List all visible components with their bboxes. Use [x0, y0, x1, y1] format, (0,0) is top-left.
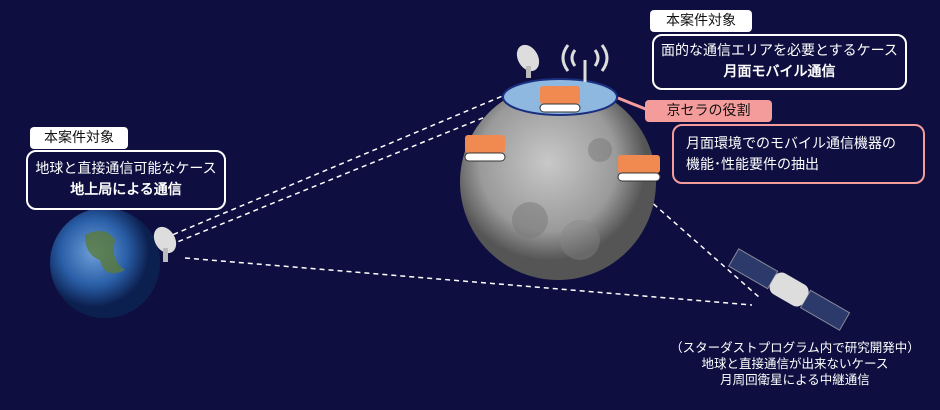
- moon-case-box: 面的な通信エリアを必要とするケース 月面モバイル通信: [652, 34, 907, 90]
- earth-landmass: [85, 231, 125, 274]
- role-connector: [617, 96, 649, 112]
- moon-crater: [588, 138, 612, 162]
- moon-case-title: 月面モバイル通信: [723, 64, 836, 80]
- earth-dish-icon: [153, 226, 177, 262]
- moon-crater: [560, 220, 600, 260]
- moon-case-tag: 本案件対象: [650, 10, 752, 32]
- satellite-icon: [728, 248, 851, 331]
- link-lines: [164, 91, 761, 306]
- earth-case-desc: 地球と直接通信可能なケース: [35, 161, 217, 177]
- rover-icon: [464, 135, 506, 162]
- satellite-case-text: （スターダストプログラム内で研究開発中） 地球と直接通信が出来ないケース 月周回…: [660, 340, 930, 388]
- moon-case-desc: 面的な通信エリアを必要とするケース: [661, 43, 898, 59]
- rover-icon: [539, 86, 581, 113]
- satellite-case-note: （スターダストプログラム内で研究開発中）: [670, 340, 920, 355]
- satellite-case-desc: 地球と直接通信が出来ないケース: [701, 356, 889, 371]
- rover-icon: [617, 155, 661, 182]
- kyocera-role-tag: 京セラの役割: [645, 100, 772, 122]
- satellite-case-title: 月周回衛星による中継通信: [720, 372, 870, 387]
- moon-crater: [512, 202, 548, 238]
- earth-case-title: 地上局による通信: [70, 182, 182, 198]
- moon-image: [460, 84, 656, 280]
- kyocera-role-line2: 機能･性能要件の抽出: [686, 157, 819, 173]
- earth-case-box: 地球と直接通信可能なケース 地上局による通信: [26, 150, 226, 210]
- earth-case-tag: 本案件対象: [30, 127, 128, 149]
- kyocera-role-box: 月面環境でのモバイル通信機器の 機能･性能要件の抽出: [672, 124, 925, 184]
- kyocera-role-line1: 月面環境でのモバイル通信機器の: [686, 136, 896, 152]
- antenna-icon: [561, 44, 609, 82]
- moon-dish-icon: [516, 44, 540, 78]
